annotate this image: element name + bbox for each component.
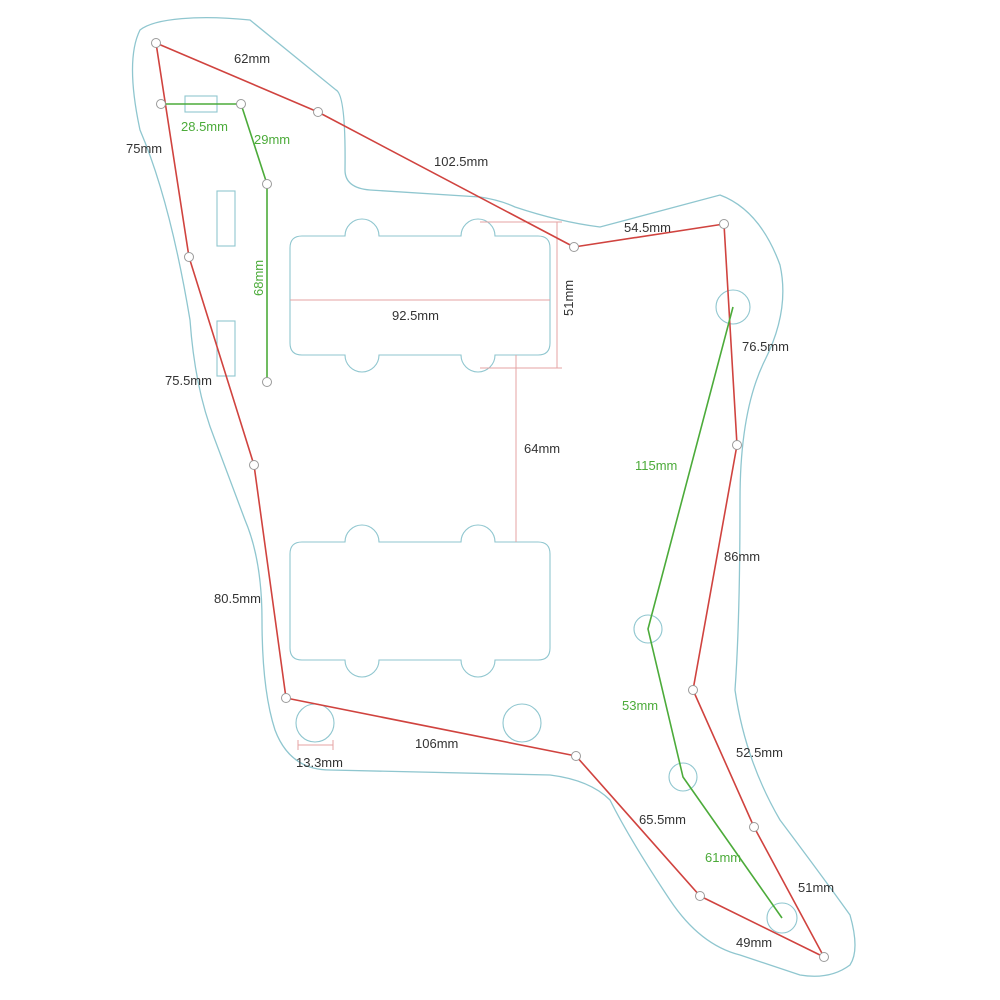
upper-pot-hole bbox=[715, 289, 751, 325]
screw-hole bbox=[719, 219, 729, 229]
screw-hole bbox=[571, 751, 581, 761]
screw-hole bbox=[688, 685, 698, 695]
label-lower-right: 52.5mm bbox=[736, 745, 783, 760]
perimeter-measure-path bbox=[155, 42, 825, 958]
label-right-upper: 76.5mm bbox=[742, 339, 789, 354]
label-pickup-width: 92.5mm bbox=[392, 308, 439, 323]
lower-pot-hole bbox=[668, 762, 698, 792]
screw-hole bbox=[569, 242, 579, 252]
label-pickup-spacing: 64mm bbox=[524, 441, 560, 456]
switch-measure-path bbox=[161, 103, 268, 382]
label-pickup-height: 51mm bbox=[561, 280, 576, 316]
label-horn: 54.5mm bbox=[624, 220, 671, 235]
screw-hole bbox=[819, 952, 829, 962]
jack-hole bbox=[295, 703, 335, 743]
screw-holes bbox=[151, 38, 829, 962]
label-jack: 13.3mm bbox=[296, 755, 343, 770]
label-top: 62mm bbox=[234, 51, 270, 66]
screw-hole bbox=[236, 99, 246, 109]
screw-hole bbox=[281, 693, 291, 703]
label-control-mid: 53mm bbox=[622, 698, 658, 713]
label-right-mid: 86mm bbox=[724, 549, 760, 564]
screw-hole bbox=[262, 179, 272, 189]
label-switch-width: 28.5mm bbox=[181, 119, 228, 134]
screw-hole bbox=[749, 822, 759, 832]
screw-hole bbox=[249, 460, 259, 470]
label-control-long: 115mm bbox=[635, 458, 677, 473]
control-measure-path bbox=[647, 306, 783, 919]
label-mid-left: 75.5mm bbox=[165, 373, 212, 388]
label-diag-top: 102.5mm bbox=[434, 154, 488, 169]
screw-hole bbox=[262, 377, 272, 387]
screw-hole bbox=[695, 891, 705, 901]
screw-hole bbox=[156, 99, 166, 109]
label-switch-diag: 29mm bbox=[254, 132, 290, 147]
label-control-tail: 61mm bbox=[705, 850, 741, 865]
tail-pot-hole bbox=[766, 902, 798, 934]
label-switch-vertical: 68mm bbox=[251, 260, 266, 296]
screw-hole bbox=[313, 107, 323, 117]
switch-slot-lower bbox=[216, 320, 236, 377]
middle-pot-hole bbox=[633, 614, 663, 644]
bridge-pickup-cutout bbox=[289, 524, 551, 678]
label-bottom: 106mm bbox=[415, 736, 458, 751]
label-tail-right: 51mm bbox=[798, 880, 834, 895]
switch-slot-middle bbox=[216, 190, 236, 247]
pickguard-outline bbox=[131, 17, 856, 977]
label-lower-left: 80.5mm bbox=[214, 591, 261, 606]
label-tail-bottom: 49mm bbox=[736, 935, 772, 950]
label-upper-left: 75mm bbox=[126, 141, 162, 156]
screw-hole bbox=[184, 252, 194, 262]
label-tail-left: 65.5mm bbox=[639, 812, 686, 827]
neck-pickup-cutout bbox=[289, 218, 551, 373]
volume-hole bbox=[502, 703, 542, 743]
screw-hole bbox=[732, 440, 742, 450]
screw-hole bbox=[151, 38, 161, 48]
